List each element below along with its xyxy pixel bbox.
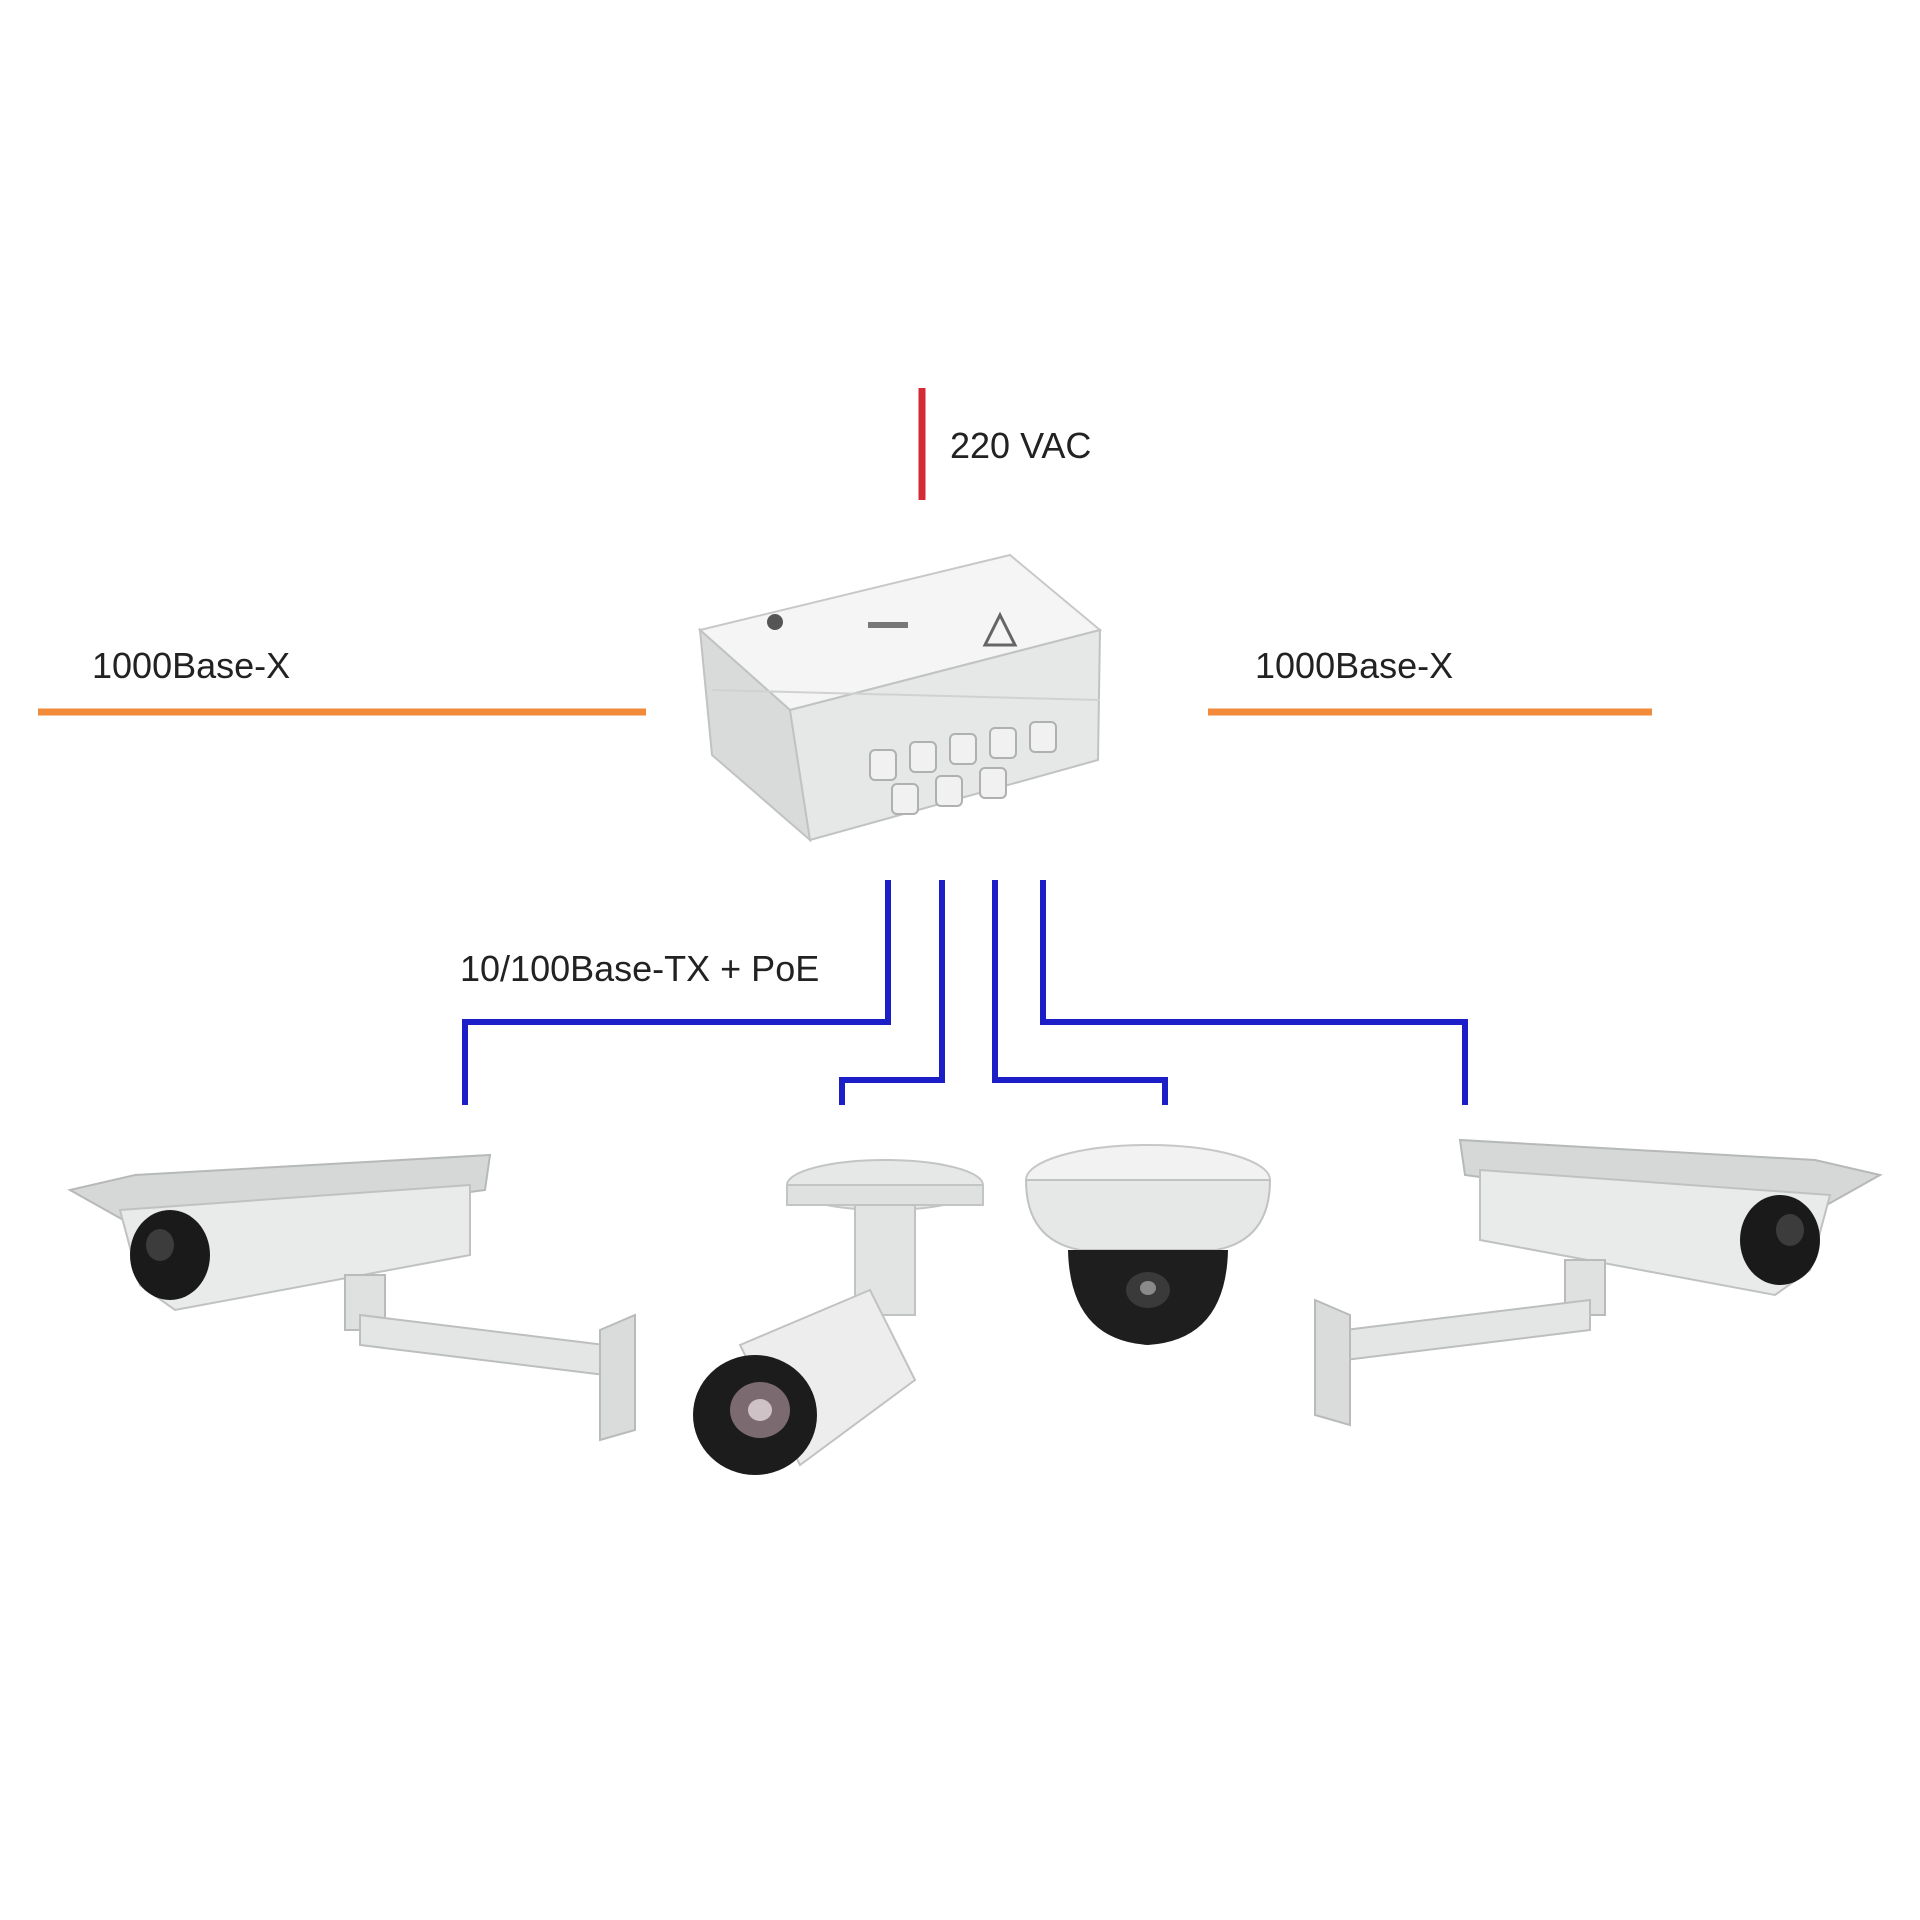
downlink-line-2 — [839, 880, 945, 1105]
poe-switch-enclosure-icon — [697, 553, 1103, 843]
box-camera-left-icon — [67, 1153, 636, 1442]
downlink-line-1 — [462, 880, 891, 1105]
uplink-left-label: 1000Base-X — [92, 645, 291, 686]
downlink-line-4 — [1040, 880, 1468, 1105]
downlink-line-3 — [992, 880, 1168, 1105]
dome-camera-icon — [1024, 1144, 1272, 1345]
power-label: 220 VAC — [950, 425, 1092, 466]
bullet-camera-icon — [693, 1159, 984, 1475]
uplink-right-label: 1000Base-X — [1255, 645, 1454, 686]
downlink-label: 10/100Base-TX + PoE — [460, 948, 820, 989]
box-camera-right-icon — [1314, 1138, 1883, 1427]
